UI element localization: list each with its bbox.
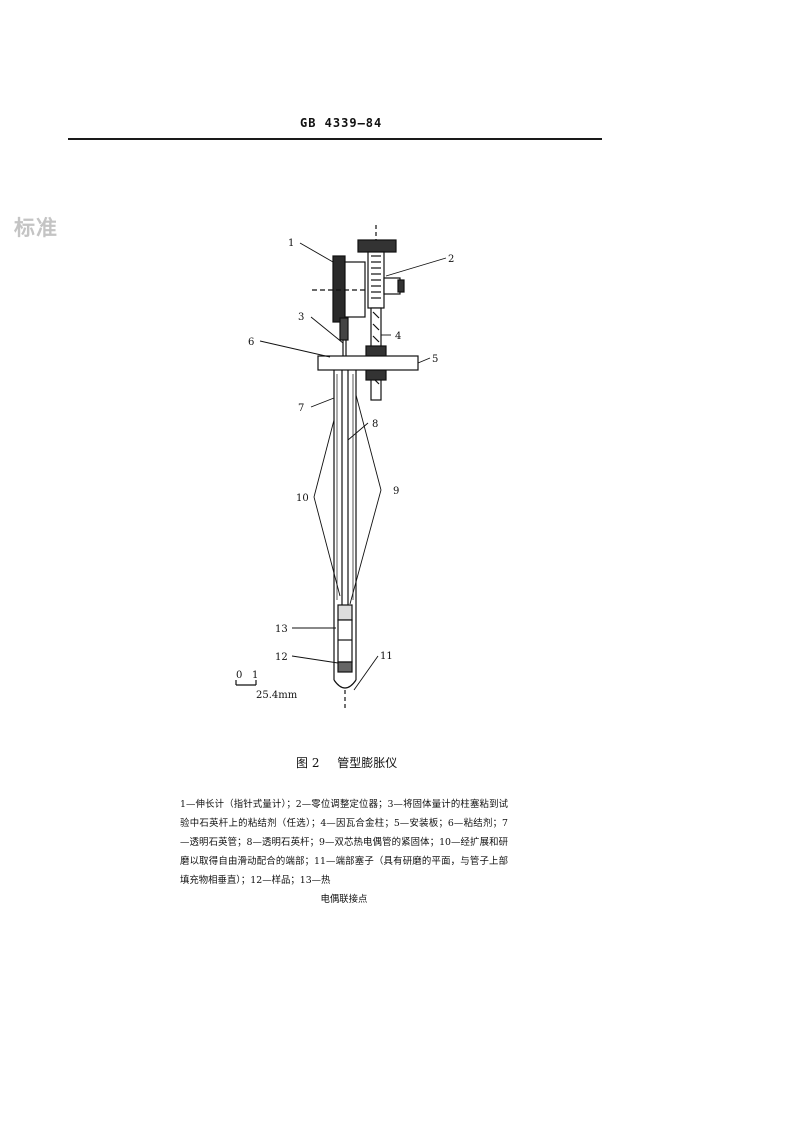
header-rule	[68, 138, 602, 140]
callout-6: 6	[248, 337, 254, 348]
figure-legend: 1—伸长计（指针式量计）；2—零位调整定位器；3—将固体量计的柱塞粘到试验中石英…	[180, 795, 508, 909]
callout-2: 2	[448, 254, 454, 265]
callout-10: 10	[296, 493, 309, 504]
figure-number: 图 2	[296, 756, 320, 770]
scale-length-label: 25.4mm	[256, 690, 298, 701]
callout-13: 13	[275, 624, 288, 635]
quartz-rod	[341, 370, 349, 605]
callout-12: 12	[275, 652, 288, 663]
standard-code-header: GB 4339—84	[300, 116, 383, 130]
callout-5: 5	[432, 354, 438, 365]
zero-adjuster	[357, 225, 405, 309]
dial-gauge	[312, 255, 372, 341]
legend-text: 1—伸长计（指针式量计）；2—零位调整定位器；3—将固体量计的柱塞粘到试验中石英…	[180, 799, 508, 886]
callout-7: 7	[298, 403, 304, 414]
legend-last-line: 电偶联接点	[320, 894, 368, 905]
callout-9: 9	[393, 486, 399, 497]
watermark-stamp: 标准	[14, 216, 58, 240]
scale-tick-0: 0	[236, 670, 242, 681]
callout-8: 8	[372, 419, 378, 430]
figure-title: 管型膨胀仪	[337, 756, 398, 770]
callout-1: 1	[288, 238, 294, 249]
mounting-plate	[317, 355, 419, 371]
scale-tick-1: 1	[252, 670, 258, 681]
callout-3: 3	[298, 312, 304, 323]
callout-11: 11	[380, 651, 393, 662]
callout-4: 4	[395, 331, 401, 342]
scale-bar	[235, 680, 257, 686]
figure-caption: 图 2 管型膨胀仪	[296, 754, 411, 771]
